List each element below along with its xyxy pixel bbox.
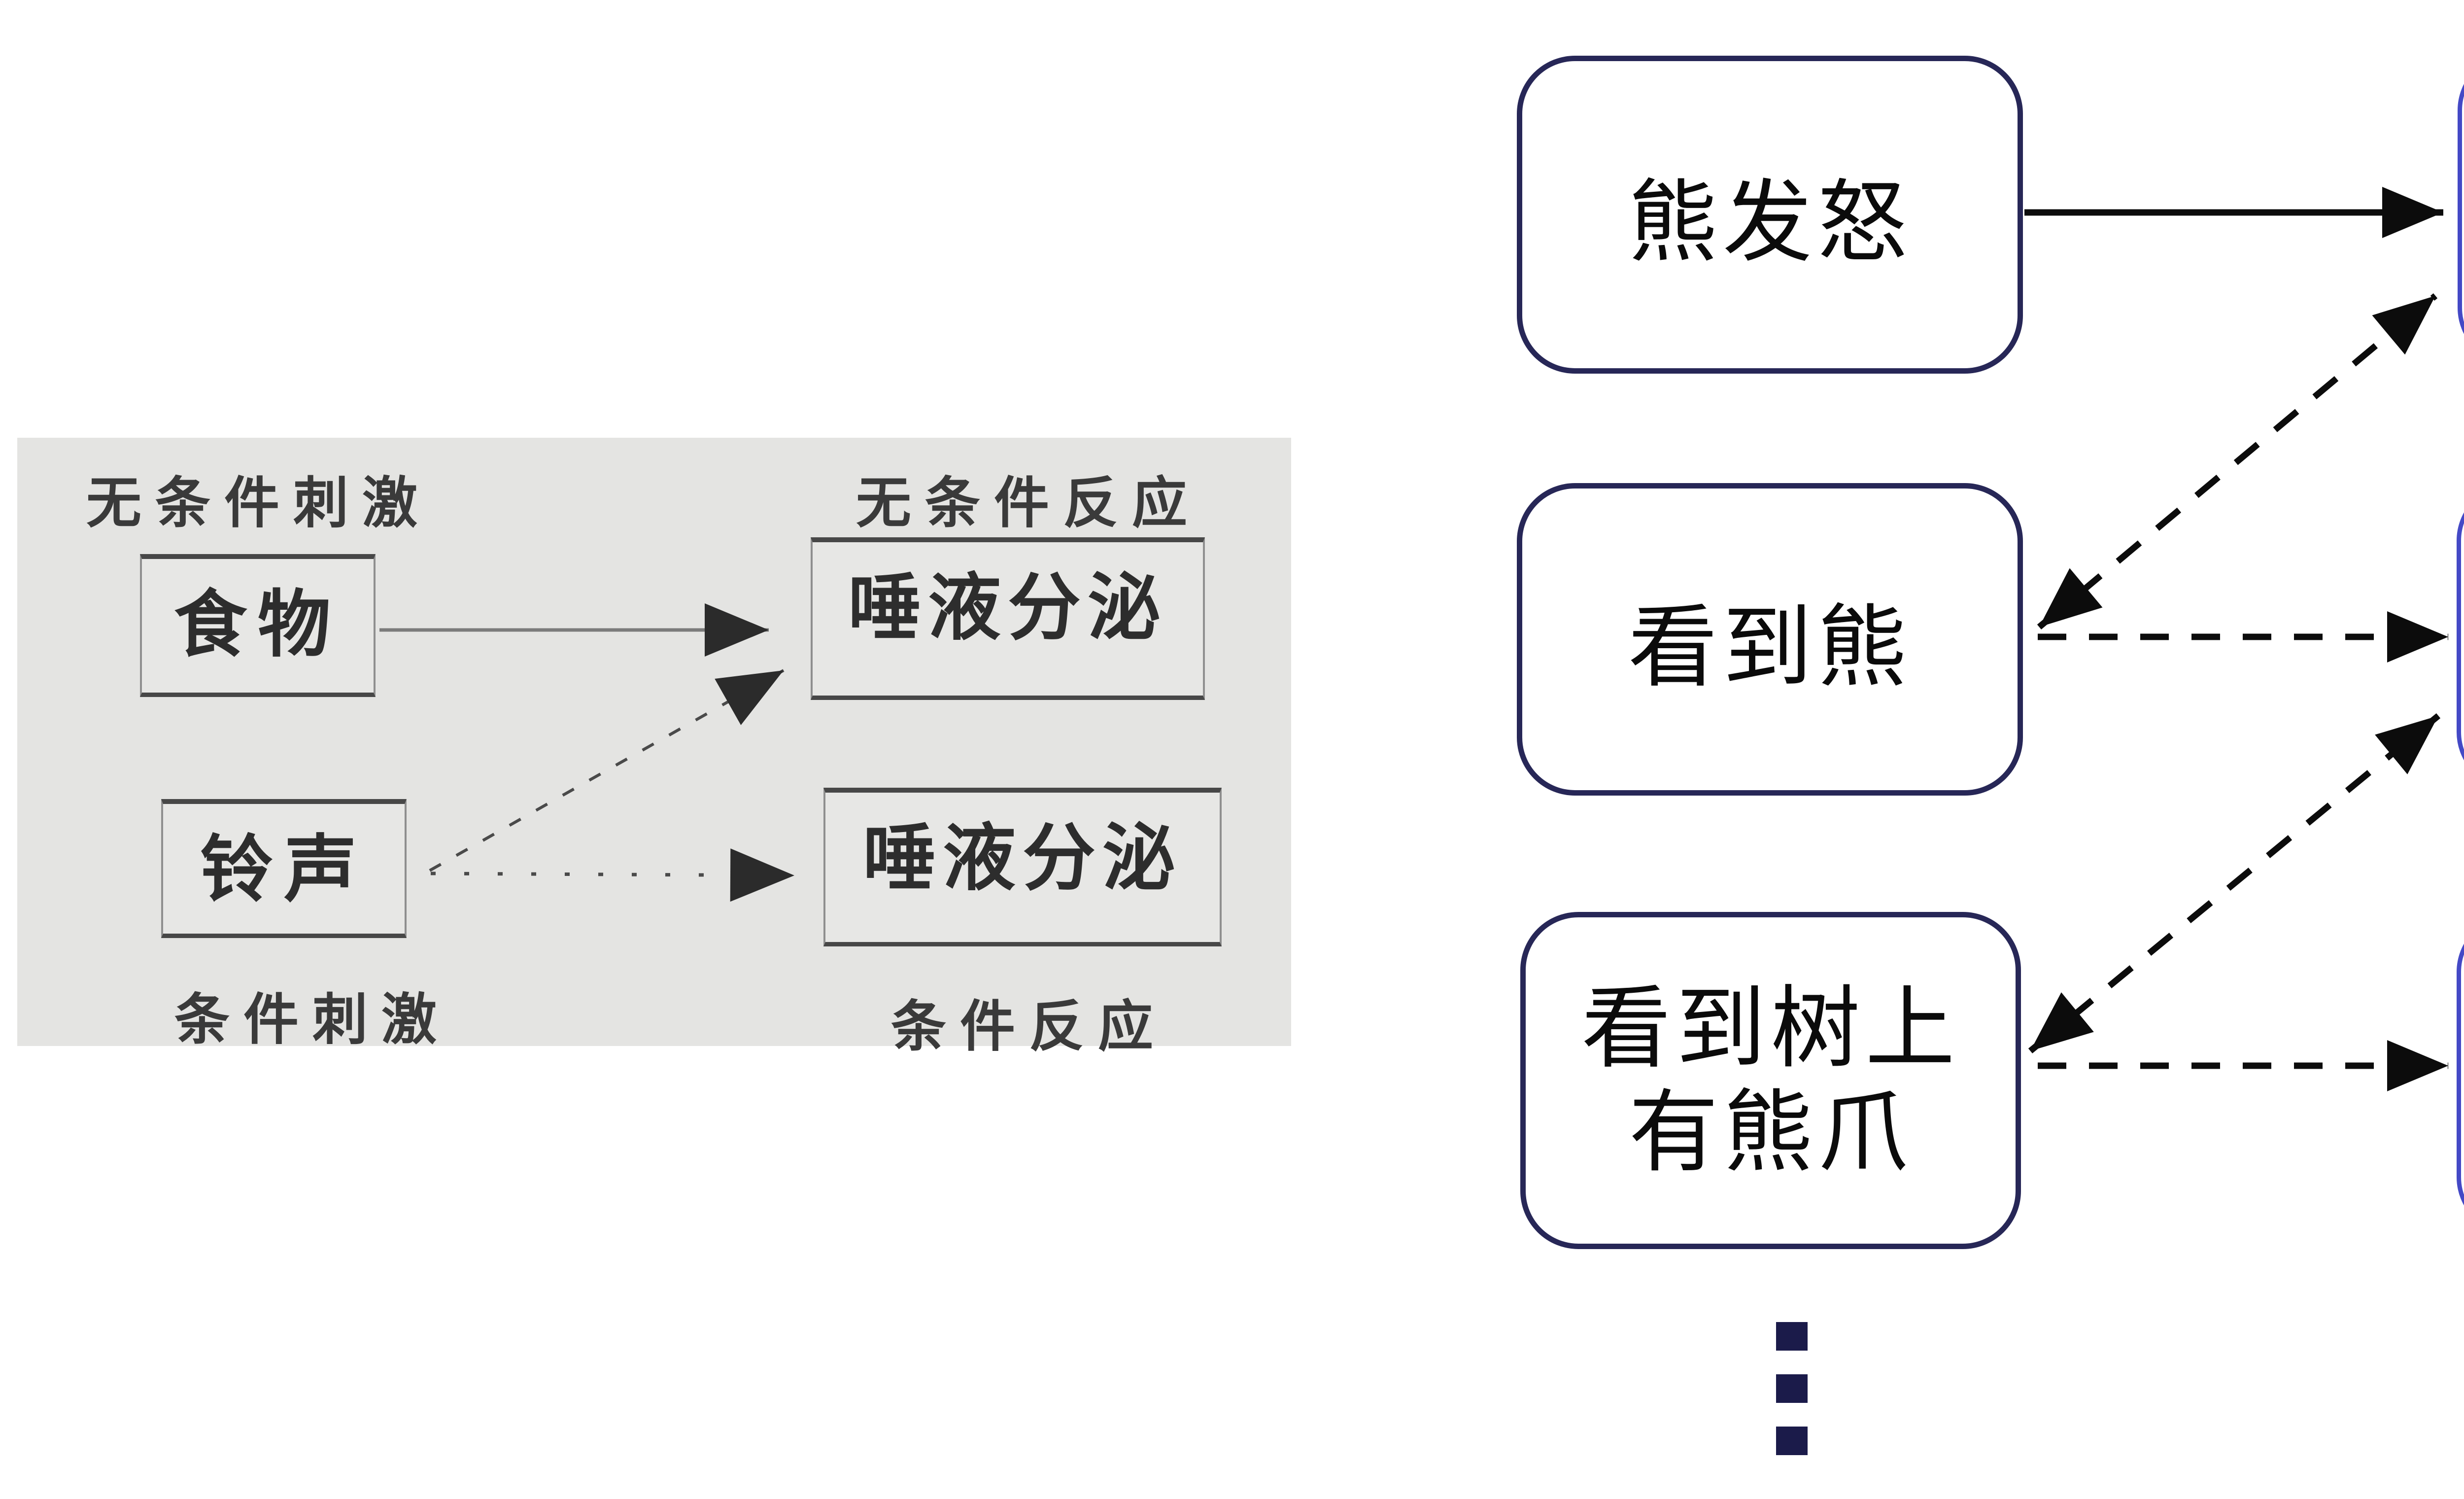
node-salivation-bottom: 唾液分泌 [823,788,1222,946]
dashed-arrow-see-bear-reward [2037,293,2438,629]
node-value-state: V(s) [2457,914,2464,1235]
node-food-label: 食物 [174,584,342,665]
node-value-next-state: V(s′) [2457,483,2464,790]
node-see-claws-line1: 看到树上 [1581,977,1960,1079]
node-bear-rage-label: 熊发怒 [1628,172,1912,273]
node-bell-label: 铃声 [200,829,368,910]
label-conditioned-stimulus: 条件刺激 [174,989,450,1050]
node-bear-rage: 熊发怒 [1517,56,2023,374]
node-see-bear-label: 看到熊 [1628,596,1912,697]
node-bell: 铃声 [161,799,407,938]
dashed-arrow-see-claws-v-s-prime [2028,713,2441,1054]
label-unconditioned-stimulus: 无条件刺激 [86,472,431,534]
node-food: 食物 [140,554,376,697]
node-salivation-bottom-label: 唾液分泌 [863,818,1182,899]
node-reward: 奖励 [2458,52,2464,366]
dotted-arrow-bell-to-salivation-bottom [430,848,795,902]
dashed-arrow-bell-to-salivation-top [429,669,785,872]
node-salivation-top-label: 唾液分泌 [848,567,1167,649]
node-salivation-top: 唾液分泌 [811,537,1205,700]
node-see-claws: 看到树上 有熊爪 [1520,912,2021,1249]
node-see-claws-line2: 有熊爪 [1629,1082,1913,1183]
ellipsis-left [1776,1322,1808,1455]
label-unconditioned-response: 无条件反应 [856,472,1201,534]
label-conditioned-response: 条件反应 [891,996,1167,1057]
node-see-claws-label: 看到树上 有熊爪 [1581,976,1960,1185]
node-see-bear: 看到熊 [1517,483,2023,796]
